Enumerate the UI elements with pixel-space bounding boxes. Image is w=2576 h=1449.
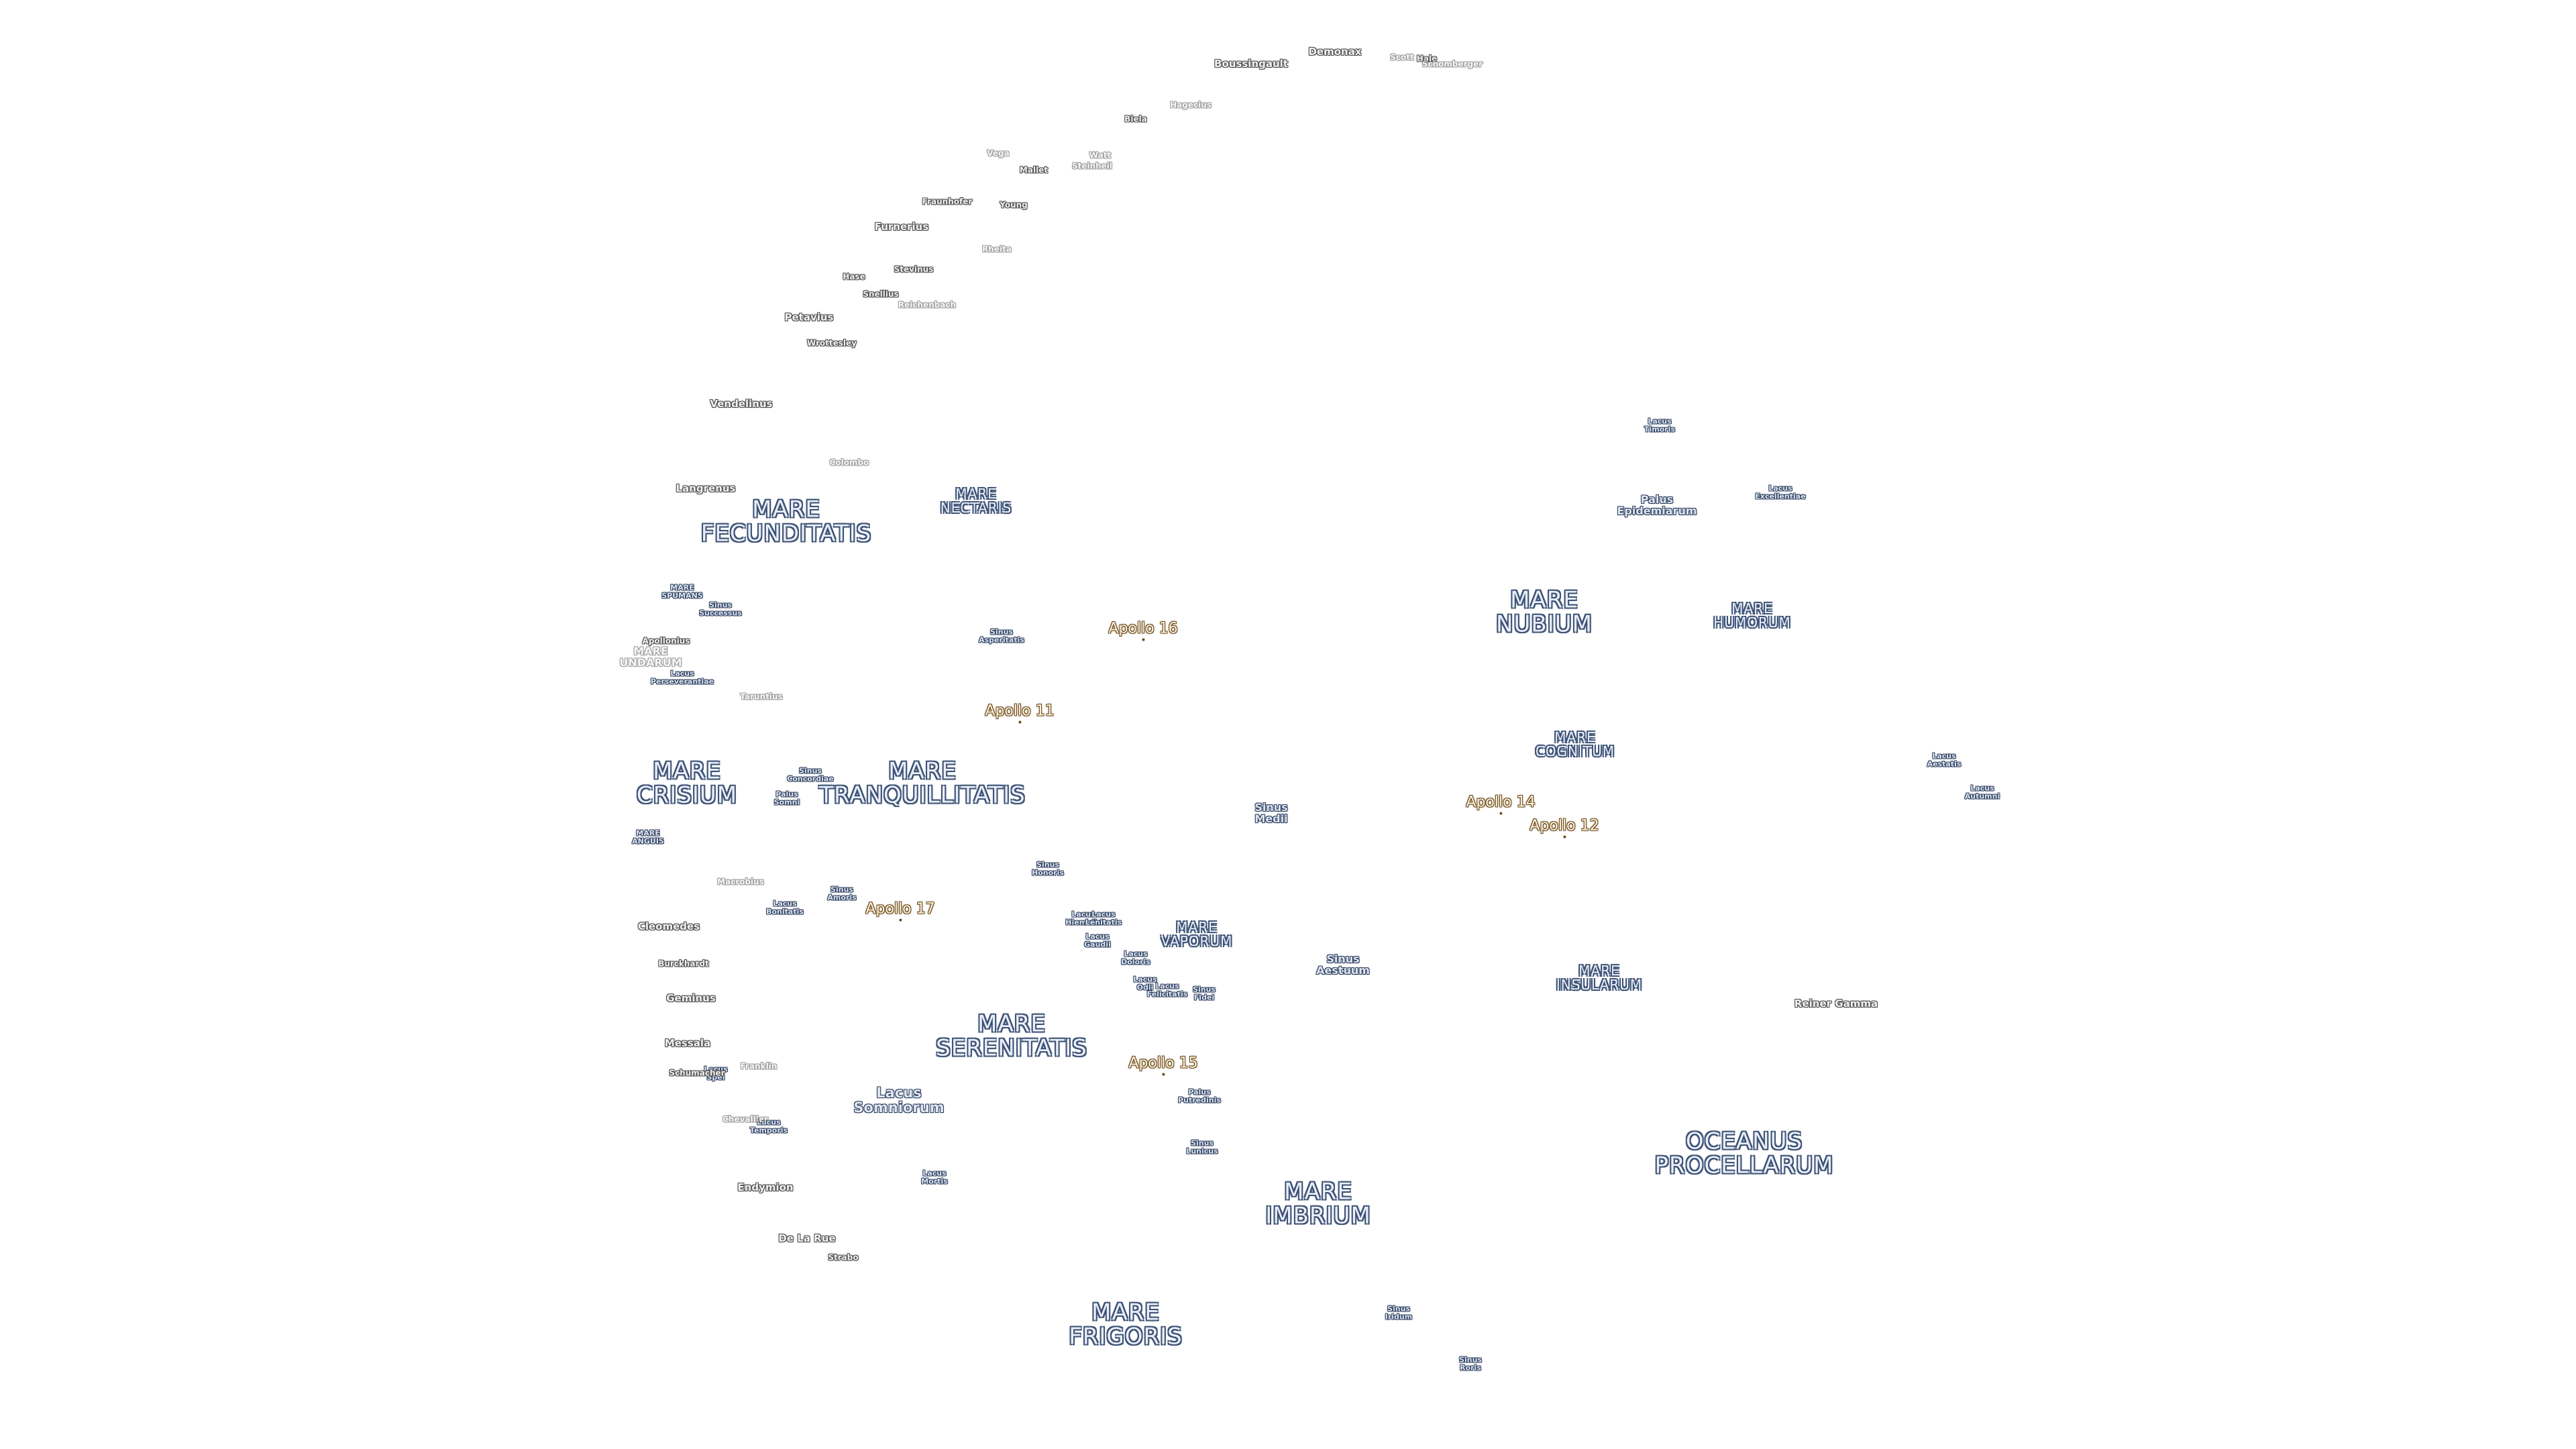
- label-schomberger: Schomberger: [1421, 59, 1483, 69]
- label-steinheil: Steinheil: [1071, 161, 1113, 171]
- label-langrenus: Langrenus: [676, 482, 736, 495]
- label-geminus: Geminus: [666, 992, 716, 1005]
- label-apollo-11: Apollo 11: [985, 702, 1055, 724]
- label-snellius: Snellius: [863, 289, 899, 299]
- label-wrottesley: Wrottesley: [806, 338, 857, 348]
- label-scott: Scott: [1390, 52, 1414, 62]
- label-hale: Hale: [1416, 54, 1438, 64]
- label-biela: Biela: [1124, 114, 1147, 124]
- label-endymion: Endymion: [737, 1181, 794, 1194]
- label-petavius: Petavius: [784, 311, 834, 324]
- label-watt: Watt: [1089, 150, 1112, 160]
- label-apollonius: Apollonius: [642, 636, 690, 646]
- label-apollo-14: Apollo 14: [1466, 794, 1536, 815]
- label-de-la-rue: De La Rue: [778, 1232, 836, 1245]
- label-apollo-15: Apollo 15: [1128, 1055, 1198, 1076]
- label-stevinus: Stevinus: [894, 264, 934, 274]
- label-schumacher: Schumacher: [669, 1068, 725, 1078]
- label-vega: Vega: [987, 148, 1010, 158]
- label-fraunhofer: Fraunhofer: [922, 197, 973, 207]
- label-taruntius: Taruntius: [740, 692, 783, 702]
- label-franklin: Franklin: [740, 1061, 777, 1071]
- label-macrobius: Macrobius: [717, 877, 764, 887]
- label-mallet: Mallet: [1019, 165, 1049, 175]
- label-demonax: Demonax: [1308, 46, 1362, 58]
- label-rheita: Rheita: [982, 244, 1012, 254]
- label-furnerius: Furnerius: [874, 221, 929, 233]
- label-cleomedes: Cleomedes: [637, 920, 700, 933]
- label-apollo-12: Apollo 12: [1529, 817, 1599, 839]
- label-reiner-gamma: Reiner Gamma: [1794, 998, 1878, 1010]
- label-burckhardt: Burckhardt: [658, 959, 709, 969]
- label-colombo: Colombo: [829, 458, 869, 468]
- label-young: Young: [1000, 200, 1028, 210]
- label-vendelinus: Vendelinus: [710, 398, 773, 411]
- label-reichenbach: Reichenbach: [898, 300, 957, 310]
- label-hagecius: Hagecius: [1170, 100, 1212, 110]
- label-strabo: Strabo: [828, 1252, 859, 1263]
- label-messala: Messala: [664, 1037, 711, 1050]
- label-boussingault: Boussingault: [1214, 58, 1288, 70]
- label-hase: Hase: [843, 272, 865, 282]
- label-chevallier: Chevallier: [722, 1114, 768, 1124]
- label-apollo-16: Apollo 16: [1108, 620, 1178, 641]
- label-apollo-17: Apollo 17: [865, 900, 935, 922]
